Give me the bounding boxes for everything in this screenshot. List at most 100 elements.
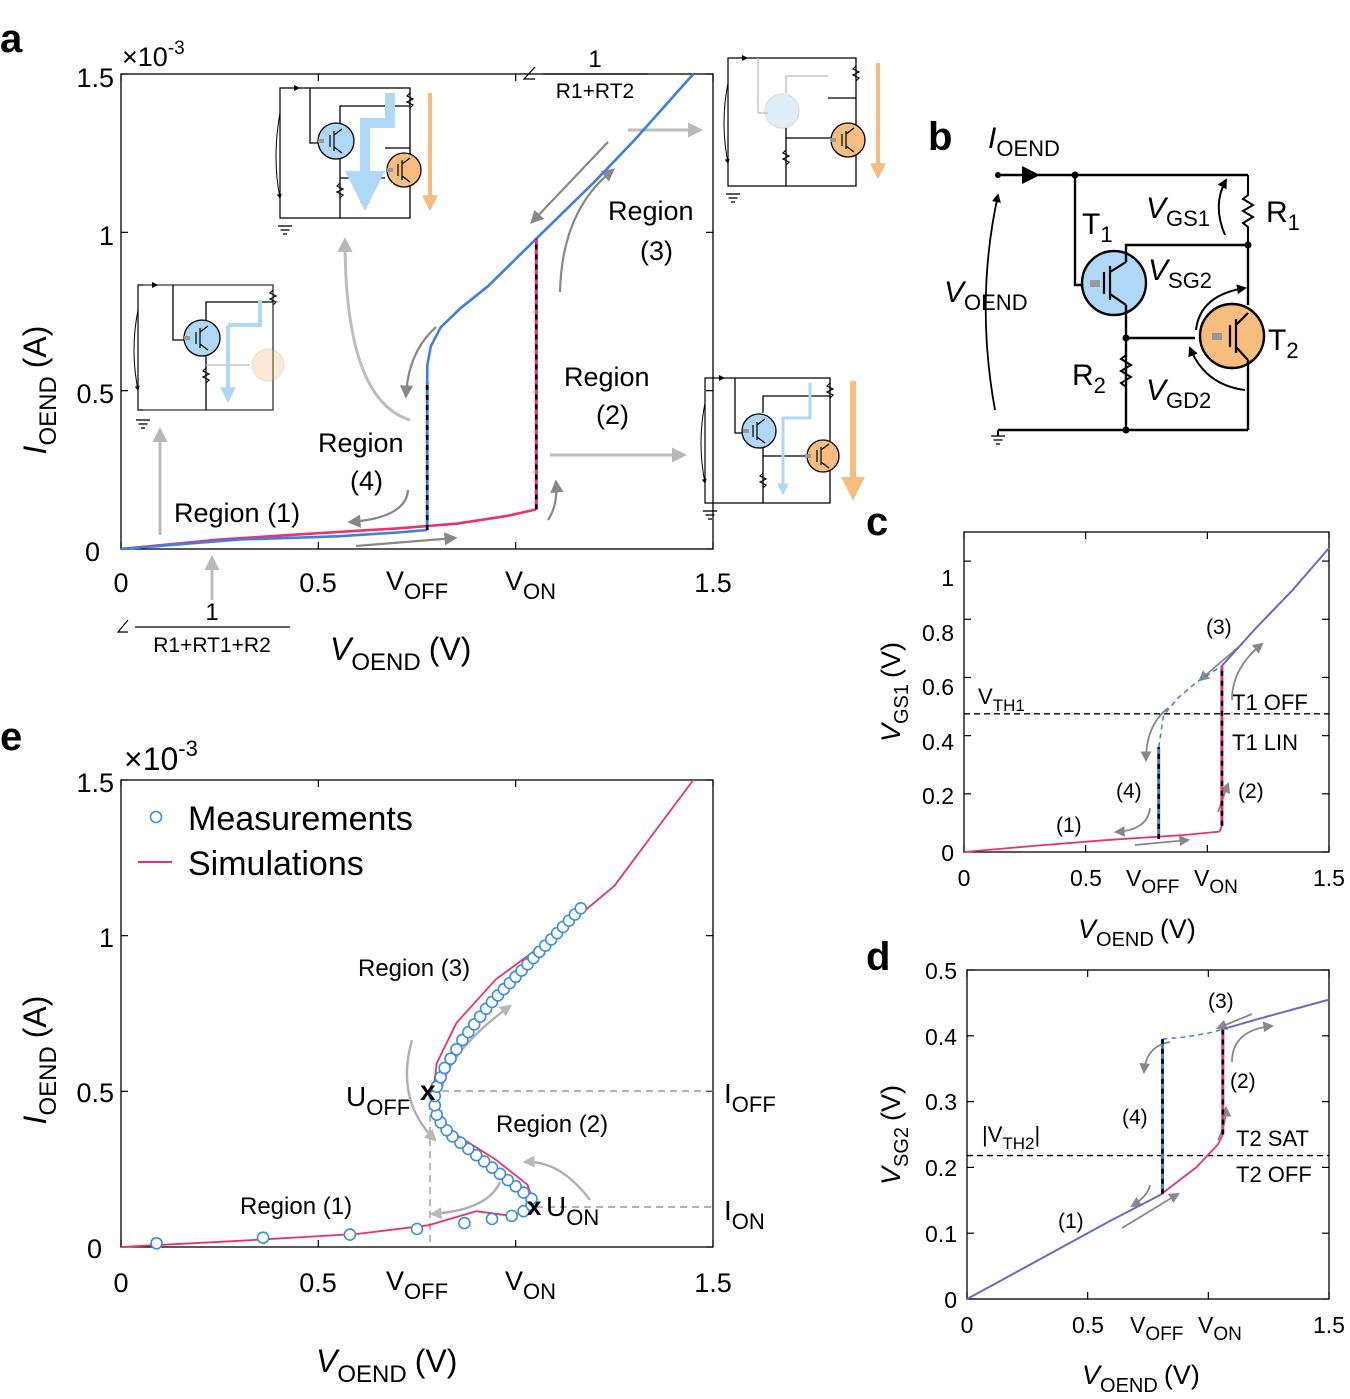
a-pointer-r4 bbox=[337, 237, 411, 422]
b-vgd2-label: VGD2 bbox=[1146, 374, 1211, 413]
e-xtick-0: 0 bbox=[113, 1268, 128, 1298]
b-vgs1-arrow-icon bbox=[1217, 178, 1227, 236]
b-vgs1-label: VGS1 bbox=[1146, 192, 1210, 231]
panel-label-c: c bbox=[866, 500, 888, 544]
series-a-2 bbox=[425, 73, 695, 382]
c-region2: (2) bbox=[1238, 780, 1264, 803]
a-region1: Region (1) bbox=[174, 498, 300, 528]
e-xtick-1.5: 1.5 bbox=[694, 1268, 732, 1298]
e-region3: Region (3) bbox=[358, 955, 470, 982]
series-c-2-overlay bbox=[1221, 547, 1330, 667]
b-t1-label: T1 bbox=[1082, 208, 1113, 247]
a-slope2-angle-icon bbox=[522, 66, 536, 80]
d-direction-arrows bbox=[1121, 1013, 1275, 1229]
b-r1-resistor-icon bbox=[1241, 175, 1255, 245]
measurement-point bbox=[343, 1228, 357, 1241]
d-region4: (4) bbox=[1122, 1106, 1148, 1129]
measurement-point bbox=[505, 1209, 519, 1223]
d-region3: (3) bbox=[1208, 990, 1234, 1013]
panel-c: 0 0.2 0.4 0.6 0.8 1 0 0.5 1.5 VOFF VON V… bbox=[876, 531, 1345, 951]
a-slope1-angle-icon bbox=[116, 619, 129, 633]
a-arrow-r4-down bbox=[399, 326, 437, 399]
measurement-point bbox=[256, 1231, 270, 1244]
e-uoff: UOFF bbox=[346, 1081, 410, 1120]
series-e-0 bbox=[120, 779, 695, 1248]
panel-a-axes bbox=[120, 73, 714, 550]
c-xtick-1.5: 1.5 bbox=[1313, 865, 1345, 891]
panel-d: 0 0.1 0.2 0.3 0.4 0.5 0 0.5 1.5 VOFF VON… bbox=[876, 958, 1345, 1397]
c-direction-arrows bbox=[1113, 642, 1264, 847]
e-von: VON bbox=[505, 1266, 556, 1304]
d-ytick-0.4: 0.4 bbox=[925, 1024, 957, 1050]
e-ylabel: IOEND(A) bbox=[17, 996, 62, 1125]
e-xlabel: VOEND(V) bbox=[316, 1343, 457, 1388]
d-ytick-0.1: 0.1 bbox=[925, 1221, 957, 1247]
d-xtick-0.5: 0.5 bbox=[1072, 1312, 1104, 1338]
panel-a-ticks bbox=[120, 73, 714, 550]
series-c-3 bbox=[1157, 665, 1223, 748]
e-xtick-0.5: 0.5 bbox=[299, 1268, 337, 1298]
b-vgd2-arrow-icon bbox=[1188, 346, 1246, 391]
a-xtick-1.5: 1.5 bbox=[694, 568, 732, 598]
b-vsg2-label: VSG2 bbox=[1148, 254, 1212, 293]
measurement-point bbox=[444, 1052, 457, 1065]
d-ytick-0.3: 0.3 bbox=[925, 1089, 957, 1115]
b-voltage-arrow-icon bbox=[984, 193, 1001, 411]
c-ytick-0.2: 0.2 bbox=[922, 783, 954, 809]
measurement-point bbox=[410, 1222, 424, 1236]
t1-transistor-icon bbox=[764, 93, 800, 129]
panel-d-ticks bbox=[966, 969, 1330, 1300]
c-ytick-0.8: 0.8 bbox=[922, 620, 954, 646]
series-a-1 bbox=[120, 528, 428, 551]
panel-d-curves bbox=[966, 998, 1330, 1300]
b-vsg2-arrow-icon bbox=[1195, 284, 1247, 331]
b-current-arrow-icon bbox=[1022, 166, 1040, 184]
panel-e-axes bbox=[120, 779, 714, 1248]
a-direction-arrows bbox=[347, 141, 616, 548]
measurement-point bbox=[438, 1061, 451, 1075]
series-d-3-overlay bbox=[1222, 999, 1330, 1030]
a-arrow-r1-right bbox=[355, 532, 458, 548]
c-xlabel: VOEND(V) bbox=[1078, 914, 1196, 951]
d-ytick-0.2: 0.2 bbox=[925, 1155, 957, 1181]
c-ytick-0: 0 bbox=[941, 840, 954, 866]
measurement-point bbox=[458, 1216, 471, 1230]
a-ylabel: IOEND(A) bbox=[17, 326, 62, 455]
e-uoff-marker: x bbox=[420, 1075, 436, 1106]
d-ylabel: VSG2(V) bbox=[876, 1085, 913, 1185]
circuit-thumb-region1 bbox=[133, 282, 285, 429]
c-xtick-0: 0 bbox=[958, 865, 971, 891]
a-slope1-num: 1 bbox=[205, 599, 218, 626]
panel-label-d: d bbox=[866, 935, 890, 979]
b-v-label: VOEND bbox=[944, 276, 1028, 315]
a-region2b: (2) bbox=[596, 400, 629, 430]
measurement-point bbox=[150, 1236, 163, 1250]
series-d-0-overlay bbox=[966, 1194, 1161, 1300]
b-t2-label: T2 bbox=[1268, 324, 1299, 363]
panel-label-b: b bbox=[928, 115, 952, 159]
t2-transistor-icon bbox=[806, 439, 840, 473]
d-xlabel: VOEND(V) bbox=[1082, 1360, 1200, 1397]
t2-transistor-icon bbox=[251, 348, 285, 382]
c-state-lin: T1 LIN bbox=[1232, 730, 1298, 755]
series-d-1 bbox=[1159, 1134, 1224, 1196]
b-t2-transistor-icon bbox=[1198, 302, 1266, 370]
a-slope1-den: R1+RT1+R2 bbox=[153, 634, 271, 657]
c-ytick-0.4: 0.4 bbox=[922, 729, 954, 755]
panel-a: 0 0.5 1 1.5 0 0.5 1.5 ×10-3 IOEND(A) VOE… bbox=[17, 38, 732, 676]
a-ytick-1: 1 bbox=[99, 221, 114, 251]
panel-d-axes bbox=[966, 969, 1330, 1300]
a-scale: ×10-3 bbox=[122, 38, 185, 72]
e-ytick-0.5: 0.5 bbox=[76, 1078, 114, 1108]
d-state-off: T2 OFF bbox=[1236, 1162, 1312, 1187]
a-xtick-0: 0 bbox=[113, 568, 128, 598]
a-region3b: (3) bbox=[640, 236, 673, 266]
series-d-4 bbox=[1162, 1028, 1223, 1040]
a-xtick-0.5: 0.5 bbox=[299, 568, 337, 598]
e-uon: UON bbox=[546, 1191, 599, 1230]
a-pointer-arrows bbox=[152, 122, 703, 600]
measurement-point bbox=[574, 901, 588, 915]
c-region1: (1) bbox=[1056, 814, 1082, 837]
d-voff: VOFF bbox=[1130, 1312, 1183, 1345]
panel-c-axes bbox=[963, 531, 1330, 853]
